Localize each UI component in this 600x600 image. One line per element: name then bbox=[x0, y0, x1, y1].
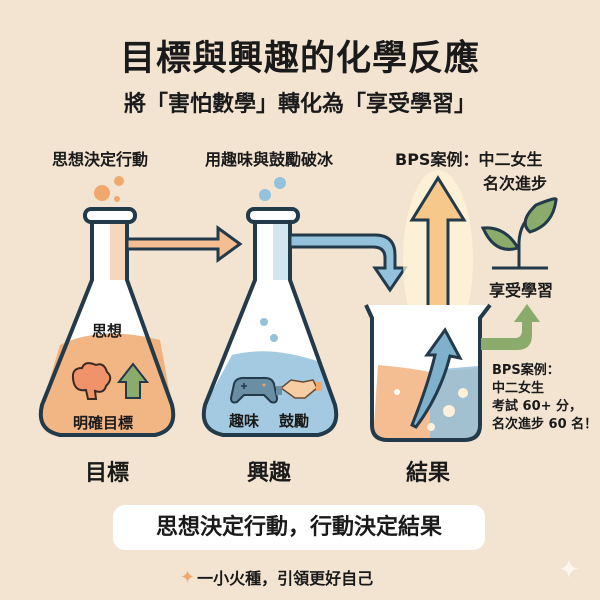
up-arrow-result-icon bbox=[409, 175, 467, 317]
beaker-result bbox=[364, 303, 492, 442]
growth-arrow-icon bbox=[481, 304, 540, 350]
sprout-icon bbox=[480, 197, 558, 270]
motto-banner: 思想決定行動，行動決定結果 bbox=[113, 505, 485, 550]
handshake-icon bbox=[276, 379, 322, 399]
step3-caption-line2: 名次進步 bbox=[483, 174, 548, 193]
flask2-inner-right: 鼓勵 bbox=[279, 412, 310, 430]
sparkle-icon: ✦ bbox=[180, 566, 196, 588]
arrow-right-icon bbox=[125, 225, 243, 263]
up-arrow-icon bbox=[116, 362, 150, 399]
case-line: 名次進步 60 名！ bbox=[492, 417, 598, 432]
flask1-inner-bottom: 明確目標 bbox=[73, 414, 134, 432]
brain-icon bbox=[71, 362, 112, 400]
corner-sparkle-icon: ✦ bbox=[558, 555, 580, 585]
arrow-curve-icon bbox=[288, 233, 408, 293]
case-line: 中二女生 bbox=[492, 381, 545, 396]
flask2-inner-left: 趣味 bbox=[229, 412, 260, 430]
case-line: BPS案例： bbox=[492, 363, 560, 378]
page-title: 目標與興趣的化學反應 bbox=[119, 39, 480, 79]
gamepad-icon bbox=[229, 376, 279, 404]
case-study: BPS案例： 中二女生 考試 60+ 分， 名次進步 60 名！ bbox=[492, 362, 597, 434]
label-result: 結果 bbox=[406, 461, 451, 486]
step3-caption-line1: BPS案例：中二女生 bbox=[395, 150, 543, 169]
rising-arrow-icon bbox=[410, 327, 463, 429]
step1-caption: 思想決定行動 bbox=[52, 150, 149, 169]
label-goal: 目標 bbox=[85, 461, 130, 486]
page-subtitle: 將「害怕數學」轉化為「享受學習」 bbox=[123, 92, 476, 117]
spark-text: 一小火種，引領更好自己 bbox=[197, 569, 374, 588]
step2-caption: 用趣味與鼓勵破冰 bbox=[205, 150, 334, 169]
bubble-icon bbox=[94, 185, 110, 201]
spark-tagline: ✦ 一小火種，引領更好自己 bbox=[180, 565, 373, 589]
case-line: 考試 60+ 分， bbox=[492, 399, 583, 414]
growth-label: 享受學習 bbox=[489, 281, 554, 300]
label-interest: 興趣 bbox=[247, 461, 292, 486]
flask1-inner-top: 思想 bbox=[92, 322, 123, 340]
